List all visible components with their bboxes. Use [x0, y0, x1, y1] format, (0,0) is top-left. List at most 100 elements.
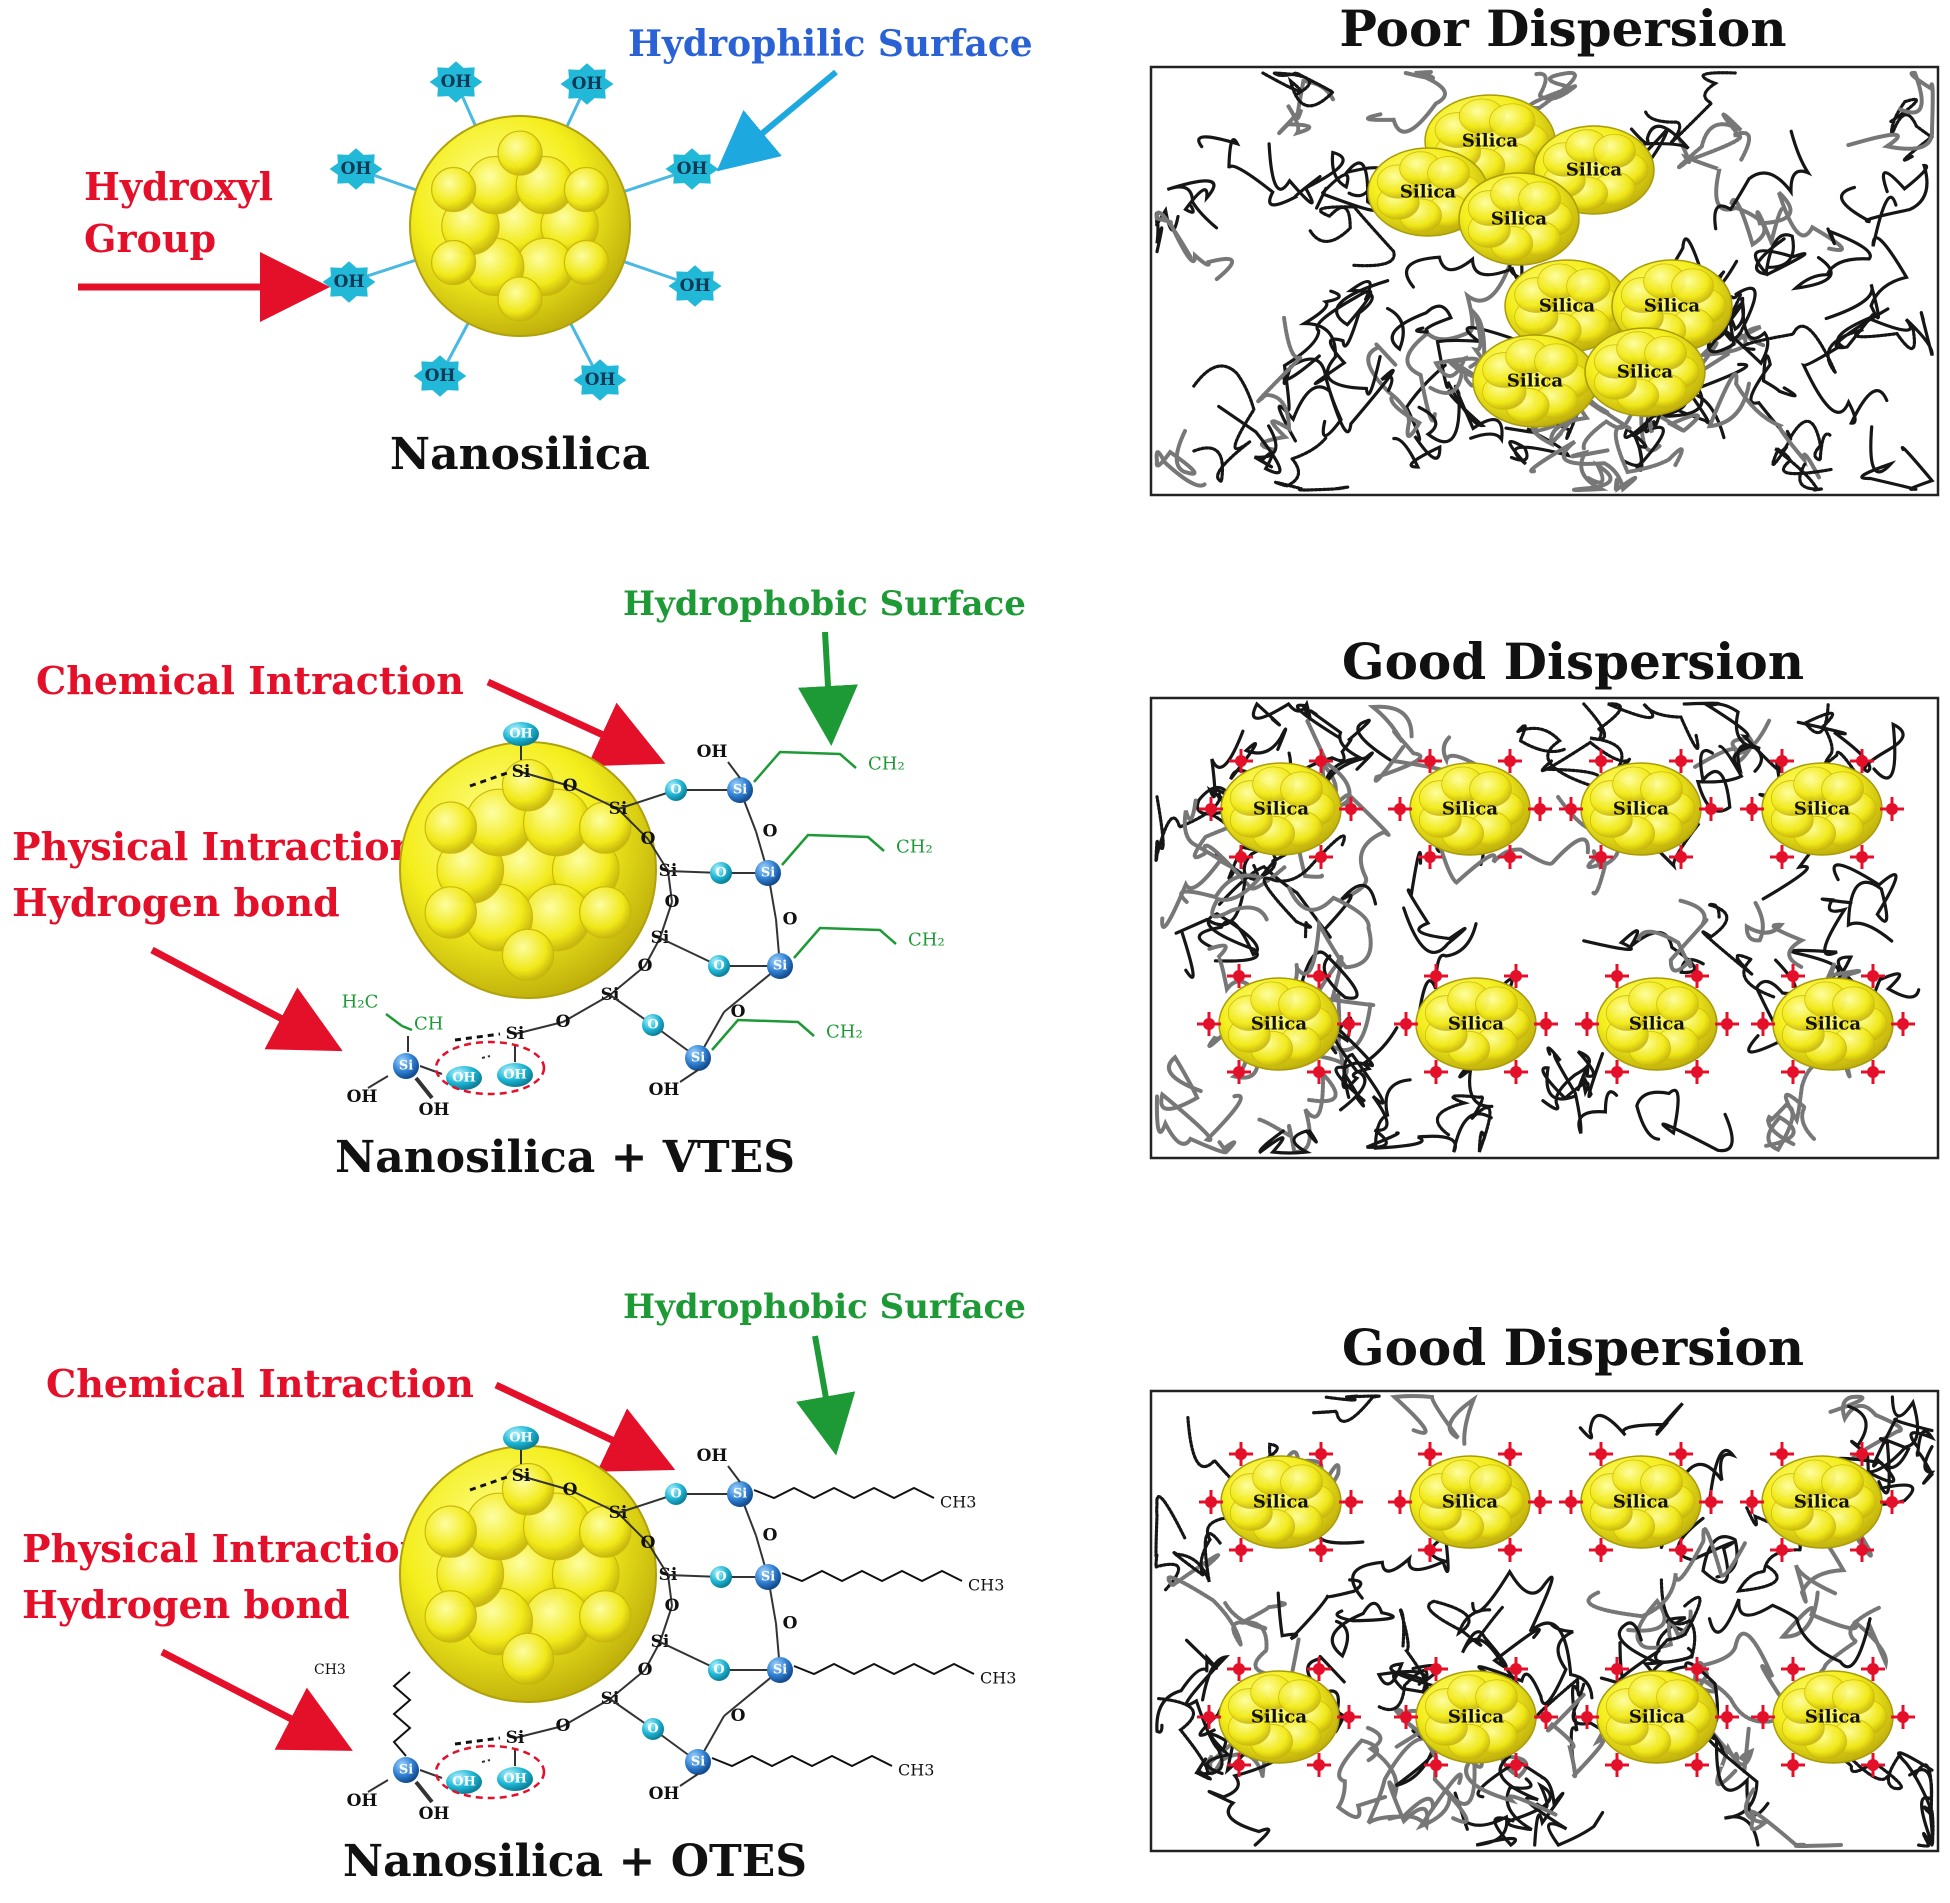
dispersion-panels: Poor Dispersion SilicaSilicaSilicaSilica…	[1149, 0, 1940, 1853]
o-atom-ball	[642, 1014, 664, 1036]
ring-o-label: O	[641, 1533, 656, 1553]
h-bond-dash	[481, 1055, 491, 1059]
crosslink-marker	[1418, 1538, 1442, 1562]
crosslink-core	[1394, 803, 1406, 815]
ch3-label: CH3	[940, 1493, 976, 1512]
panel3-title: Nanosilica + OTES	[343, 1836, 807, 1887]
silica-sphere	[399, 741, 657, 999]
crosslink-core	[1691, 1759, 1703, 1771]
polymer-chain	[1476, 1759, 1565, 1847]
silica-particle-lobe	[1566, 268, 1611, 305]
polymer-chain	[1790, 227, 1872, 291]
polymer-chain	[1529, 439, 1638, 493]
crosslink-core	[1746, 803, 1758, 815]
polymer-chain	[1256, 314, 1303, 452]
silica-particle-lobe	[1278, 1679, 1321, 1716]
crosslink-marker	[1388, 797, 1412, 821]
crosslink-core	[1205, 1496, 1217, 1508]
crosslink-core	[1867, 1066, 1879, 1078]
si-atom-ball	[755, 1564, 781, 1590]
crosslink-core	[1776, 851, 1788, 863]
ring-bond	[520, 1475, 571, 1491]
vinyl-chain	[753, 750, 857, 783]
crosslink-core	[1313, 1759, 1325, 1771]
polymer-chain	[1197, 912, 1259, 963]
polymer-chain	[1405, 257, 1514, 423]
silica-particle-label: Silica	[1539, 296, 1595, 317]
crosslink-marker	[1227, 1753, 1251, 1777]
polymer-chain	[1366, 70, 1447, 134]
crosslink-core	[1856, 755, 1868, 767]
crosslink-core	[1430, 1663, 1442, 1675]
polymer-chain	[1909, 1429, 1936, 1485]
polymer-chain	[1644, 71, 1737, 145]
o-atom-ball	[642, 1718, 664, 1740]
crosslink-core	[1867, 1663, 1879, 1675]
crosslink-core	[1235, 755, 1247, 767]
si-atom: Si	[685, 1045, 711, 1071]
crosslink-marker	[1669, 1538, 1693, 1562]
silica-particle-lobe	[1832, 986, 1875, 1023]
vinyl-bond	[401, 1024, 413, 1032]
silica-particle-lobe	[1821, 1464, 1864, 1501]
silica-particle-label: Silica	[1794, 1492, 1850, 1513]
polymer-chain	[1887, 97, 1934, 162]
silane-oh-bond	[367, 1779, 389, 1793]
vtes-chemical-label: Chemical Intraction	[36, 658, 464, 703]
polymer-chain	[1504, 426, 1571, 466]
silica-particle: Silica	[1596, 1670, 1718, 1764]
silane-oh-label: OH	[347, 1791, 378, 1811]
otes-physical-label-line2: Hydrogen bond	[22, 1582, 350, 1627]
silica-particle-label: Silica	[1400, 182, 1456, 203]
crosslink-core	[1510, 970, 1522, 982]
silica-lobe	[497, 276, 543, 322]
crosslink-marker	[1498, 845, 1522, 869]
o-atom-label: O	[713, 959, 724, 974]
oh-atom-label: OH	[503, 1068, 527, 1083]
crosslink-marker	[1424, 1657, 1448, 1681]
polymer-chain	[1654, 1578, 1702, 1664]
crosslink-marker	[1751, 1705, 1775, 1729]
chain-o-label: O	[731, 1002, 746, 1022]
ring-bond	[520, 771, 571, 787]
oh-bond	[727, 1465, 741, 1483]
crosslink-core	[1675, 1448, 1687, 1460]
silica-particle-lobe	[1534, 343, 1579, 380]
polymer-chain	[1297, 718, 1394, 780]
crosslink-core	[1400, 1018, 1412, 1030]
silica-particle: Silica	[1415, 1670, 1537, 1764]
crosslink-core	[1867, 1759, 1879, 1771]
crosslink-core	[1675, 755, 1687, 767]
otes-physical-label-line1: Physical Intraction	[22, 1526, 427, 1571]
polymer-chain	[1179, 873, 1269, 922]
polymer-chain	[1174, 828, 1292, 979]
crosslink-marker	[1781, 1060, 1805, 1084]
oh-atom-ball	[446, 1770, 482, 1794]
crosslink-core	[1757, 1711, 1769, 1723]
silica-particle-lobe	[1821, 771, 1864, 808]
crosslink-core	[1235, 1448, 1247, 1460]
crosslink-core	[1343, 1018, 1355, 1030]
ring-o-label: O	[641, 829, 656, 849]
crosslink-core	[1595, 755, 1607, 767]
polymer-chain	[1540, 702, 1632, 773]
vinyl-bond	[385, 1013, 403, 1027]
polymer-chain	[1676, 1516, 1739, 1584]
vinyl-chain	[711, 1018, 815, 1051]
silica-particle: Silica	[1409, 762, 1531, 856]
polymer-chain	[1802, 702, 1858, 776]
polymer-chain	[1298, 289, 1382, 396]
crosslink-marker	[1498, 1442, 1522, 1466]
nanosilica-particle	[409, 115, 631, 337]
polymer-chain	[1477, 1622, 1574, 1705]
polymer-chain	[1840, 163, 1929, 224]
crosslink-core	[1595, 1448, 1607, 1460]
oh-atom-label: OH	[509, 727, 533, 742]
oh-atom-label: OH	[509, 1431, 533, 1446]
oh-bond	[679, 1069, 699, 1083]
crosslink-marker	[1685, 1657, 1709, 1681]
crosslink-core	[1721, 1018, 1733, 1030]
hydroxyl-splat	[573, 359, 627, 401]
o-atom: O	[710, 862, 732, 884]
